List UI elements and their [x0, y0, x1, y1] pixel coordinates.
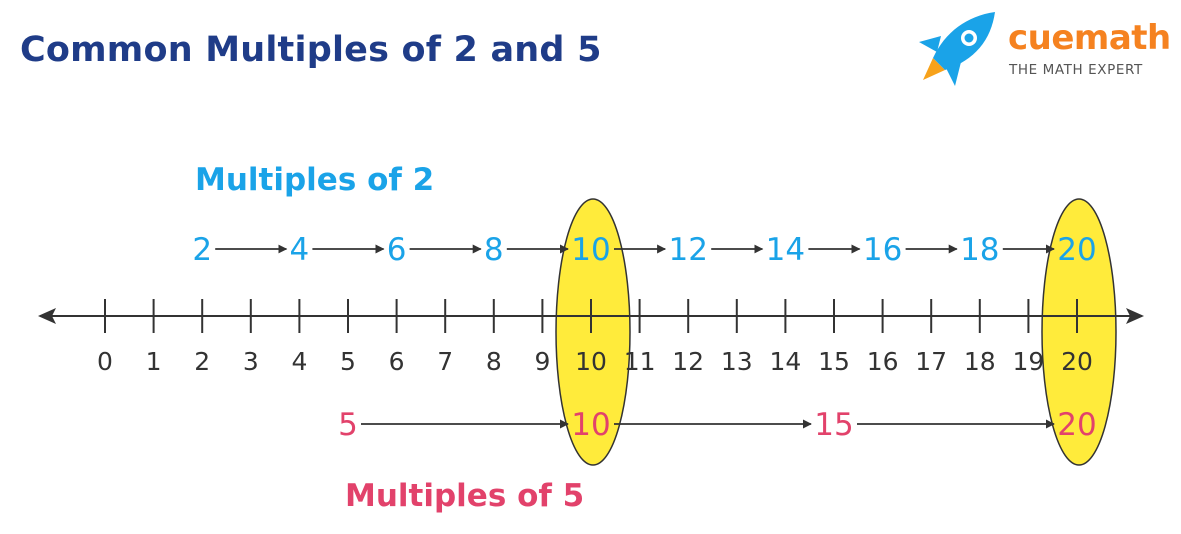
- brand-wordmark: cuemath: [1008, 18, 1171, 58]
- tick-label-2: 2: [194, 347, 210, 376]
- multiple-of-2-value-2: 2: [192, 232, 212, 268]
- tick-label-18: 18: [964, 347, 996, 376]
- tick-label-12: 12: [672, 347, 704, 376]
- multiple-of-5-value-20: 20: [1057, 407, 1096, 443]
- tick-label-7: 7: [437, 347, 453, 376]
- multiples-of-2-row: 2 4 6 8 10 12 14 16 18 20: [192, 232, 1096, 268]
- rocket-icon: [919, 12, 995, 86]
- page-title: Common Multiples of 2 and 5: [20, 30, 602, 70]
- tick-label-10: 10: [575, 347, 607, 376]
- multiple-of-5-value-5: 5: [338, 407, 358, 443]
- tick-label-19: 19: [1012, 347, 1044, 376]
- tick-label-15: 15: [818, 347, 850, 376]
- tick-label-14: 14: [769, 347, 801, 376]
- tick-label-4: 4: [291, 347, 307, 376]
- multiple-of-2-value-14: 14: [766, 232, 805, 268]
- tick-label-8: 8: [486, 347, 502, 376]
- tick-label-3: 3: [243, 347, 259, 376]
- tick-label-6: 6: [389, 347, 405, 376]
- highlight-ellipse-10: [555, 198, 631, 466]
- tick-label-20: 20: [1061, 347, 1093, 376]
- multiple-of-5-value-15: 15: [814, 407, 853, 443]
- multiple-of-2-value-10: 10: [571, 232, 610, 268]
- tick-label-0: 0: [97, 347, 113, 376]
- tick-label-11: 11: [624, 347, 656, 376]
- tick-label-16: 16: [867, 347, 899, 376]
- tick-label-5: 5: [340, 347, 356, 376]
- brand-tagline: THE MATH EXPERT: [1009, 62, 1143, 78]
- multiple-of-2-value-20: 20: [1057, 232, 1096, 268]
- multiple-of-2-value-6: 6: [387, 232, 407, 268]
- axis-left-arrow: [38, 308, 56, 324]
- multiple-of-2-value-12: 12: [668, 232, 707, 268]
- tick-label-9: 9: [534, 347, 550, 376]
- common-multiple-highlights: [555, 198, 1117, 466]
- multiple-of-2-value-4: 4: [290, 232, 310, 268]
- tick-label-17: 17: [915, 347, 947, 376]
- multiple-of-5-value-10: 10: [571, 407, 610, 443]
- tick-label-13: 13: [721, 347, 753, 376]
- multiple-of-2-value-8: 8: [484, 232, 504, 268]
- multiple-of-2-value-18: 18: [960, 232, 999, 268]
- multiples-of-5-label: Multiples of 5: [345, 478, 585, 514]
- multiples-of-2-label: Multiples of 2: [195, 162, 435, 198]
- multiples-of-5-row: 5 10 15 20: [338, 407, 1097, 443]
- tick-label-1: 1: [146, 347, 162, 376]
- brand-logo: cuemath THE MATH EXPERT: [915, 8, 1175, 88]
- multiple-of-2-value-16: 16: [863, 232, 902, 268]
- axis-right-arrow: [1126, 308, 1144, 324]
- highlight-ellipse-20: [1041, 198, 1117, 466]
